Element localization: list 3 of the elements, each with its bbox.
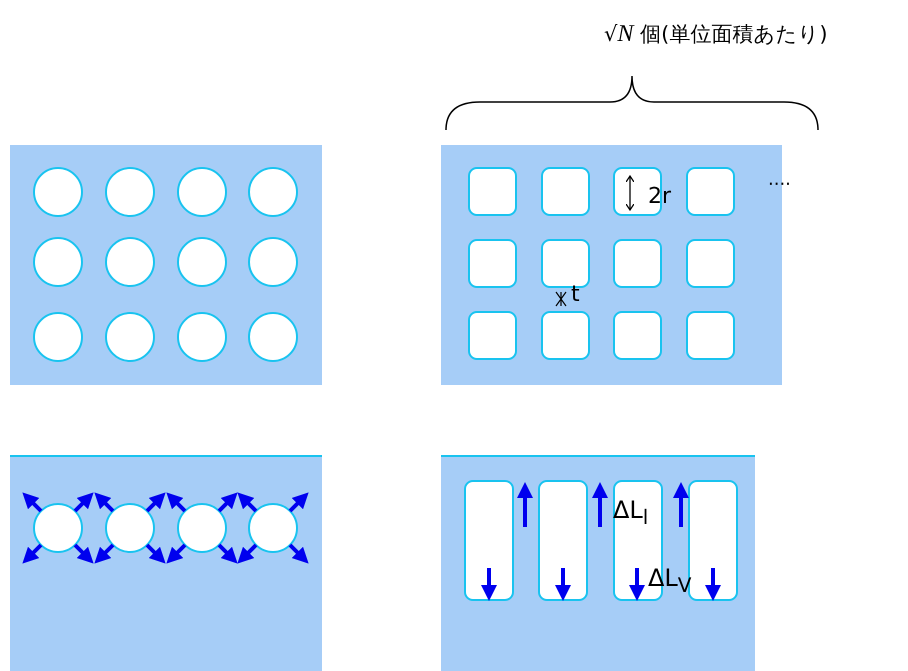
dimension-label: t — [571, 284, 580, 306]
ellipsis: ···· — [768, 176, 791, 194]
quantity-label: √N 個(単位面積あたり) — [604, 22, 828, 46]
